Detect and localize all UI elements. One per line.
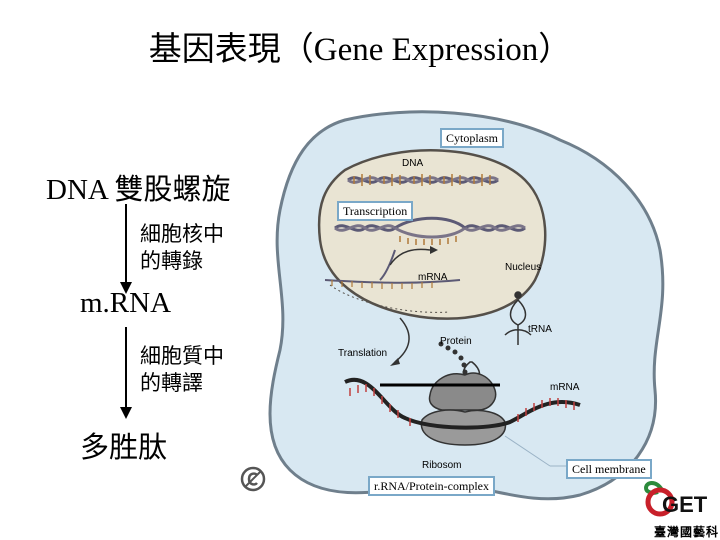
dna-helix-top: [347, 174, 499, 186]
logo-text: GET: [662, 492, 708, 517]
callout-cytoplasm: Cytoplasm: [440, 128, 505, 148]
polypeptide-label: 多胜肽: [80, 432, 168, 464]
transcription-step-label: 細胞核中 的轉錄: [140, 221, 224, 275]
diagram-label-dna: DNA: [402, 158, 423, 169]
translation-arrow: [394, 317, 410, 363]
mrna-strand-nucleus: [324, 249, 461, 284]
logo-subtext: 臺灣國藝科: [654, 525, 720, 539]
callout-cell-membrane: Cell membrane: [566, 459, 652, 479]
diagram-label-nucleus: Nucleus: [505, 262, 541, 273]
callout-rrna-protein-complex: r.RNA/Protein-complex: [368, 476, 495, 496]
export-arrow: [389, 248, 431, 266]
diagram-label-mrna-nucleus: mRNA: [418, 272, 448, 283]
diagram-label-ribosome: Ribosom: [422, 460, 461, 471]
mrna-strand-cytoplasm: [344, 377, 581, 430]
diagram-label-mrna-cytoplasm: mRNA: [550, 382, 580, 393]
get-logo: GET 臺灣國藝科: [640, 474, 718, 539]
diagram-label-translation: Translation: [338, 348, 387, 359]
diagram-label-protein: Protein: [440, 336, 472, 347]
get-logo-mark: GET: [643, 481, 708, 517]
step1-line2: 的轉錄: [140, 249, 203, 273]
copyright-icon: [240, 466, 266, 492]
callout-transcription: Transcription: [337, 201, 414, 221]
step1-line1: 細胞核中: [140, 222, 224, 246]
arrow-mrna-to-polypeptide: [120, 327, 132, 419]
dna-helix-transcription: [334, 216, 526, 245]
cell-nucleus: [317, 149, 547, 320]
dna-double-helix-label: DNA 雙股螺旋: [46, 174, 231, 206]
page-title: 基因表現（Gene Expression）: [148, 32, 572, 68]
mrna-label: m.RNA: [80, 287, 172, 319]
diagram-label-trna: tRNA: [528, 324, 552, 335]
translation-step-label: 細胞質中 的轉譯: [140, 343, 224, 397]
step2-line1: 細胞質中: [140, 344, 224, 368]
arrow-dna-to-mrna: [120, 204, 132, 294]
step2-line2: 的轉譯: [140, 371, 203, 395]
